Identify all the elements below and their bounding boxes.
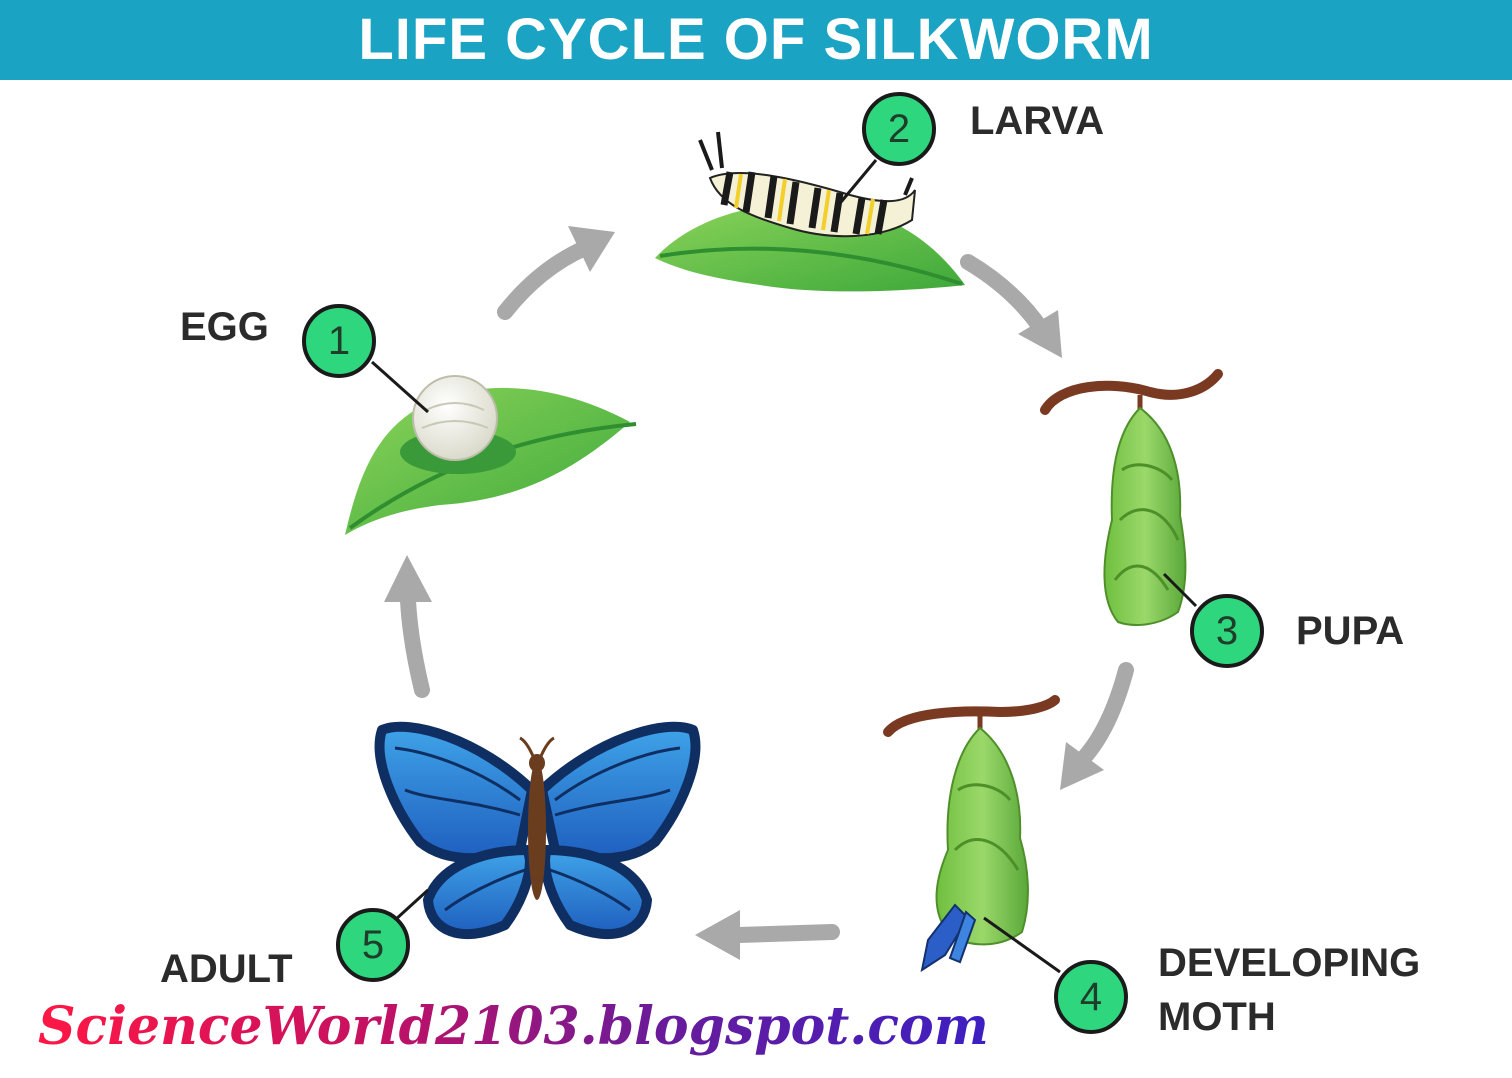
pupa-icon xyxy=(1040,369,1223,626)
pupa-pointer-line xyxy=(1162,572,1198,608)
egg-pointer-line xyxy=(371,360,429,414)
stage-3-badge: 3 xyxy=(1190,594,1264,668)
arrow-adult-to-egg xyxy=(384,555,432,698)
developing-moth-pointer-line xyxy=(983,916,1061,974)
title-bar: LIFE CYCLE OF SILKWORM xyxy=(0,0,1512,80)
blog-watermark: ScienceWorld2103.blogspot.com xyxy=(38,992,989,1062)
egg-on-leaf-icon xyxy=(345,375,637,535)
pupa-label: PUPA xyxy=(1296,609,1405,653)
adult-label: ADULT xyxy=(160,947,293,991)
butterfly-icon xyxy=(374,721,701,939)
larva-pointer-line xyxy=(834,159,878,209)
stage-2-badge: 2 xyxy=(862,92,936,166)
caterpillar-on-leaf-icon xyxy=(655,131,965,292)
larva-label: LARVA xyxy=(970,99,1105,143)
arrow-larva-to-pupa xyxy=(960,254,1062,358)
stage-5-badge: 5 xyxy=(336,908,410,982)
arrow-egg-to-larva xyxy=(497,226,615,320)
page-title: LIFE CYCLE OF SILKWORM xyxy=(358,7,1154,72)
stage-1-badge: 1 xyxy=(302,304,376,378)
arrow-developing-moth-to-adult xyxy=(695,910,840,960)
developing-moth-label-line1: DEVELOPING xyxy=(1158,941,1421,985)
developing-moth-label-line2: MOTH xyxy=(1158,995,1276,1039)
cycle-arrows xyxy=(384,226,1134,960)
arrow-pupa-to-developing-moth xyxy=(1060,662,1134,790)
stage-4-badge: 4 xyxy=(1054,960,1128,1034)
egg-label: EGG xyxy=(180,305,269,349)
developing-moth-icon xyxy=(883,695,1060,973)
